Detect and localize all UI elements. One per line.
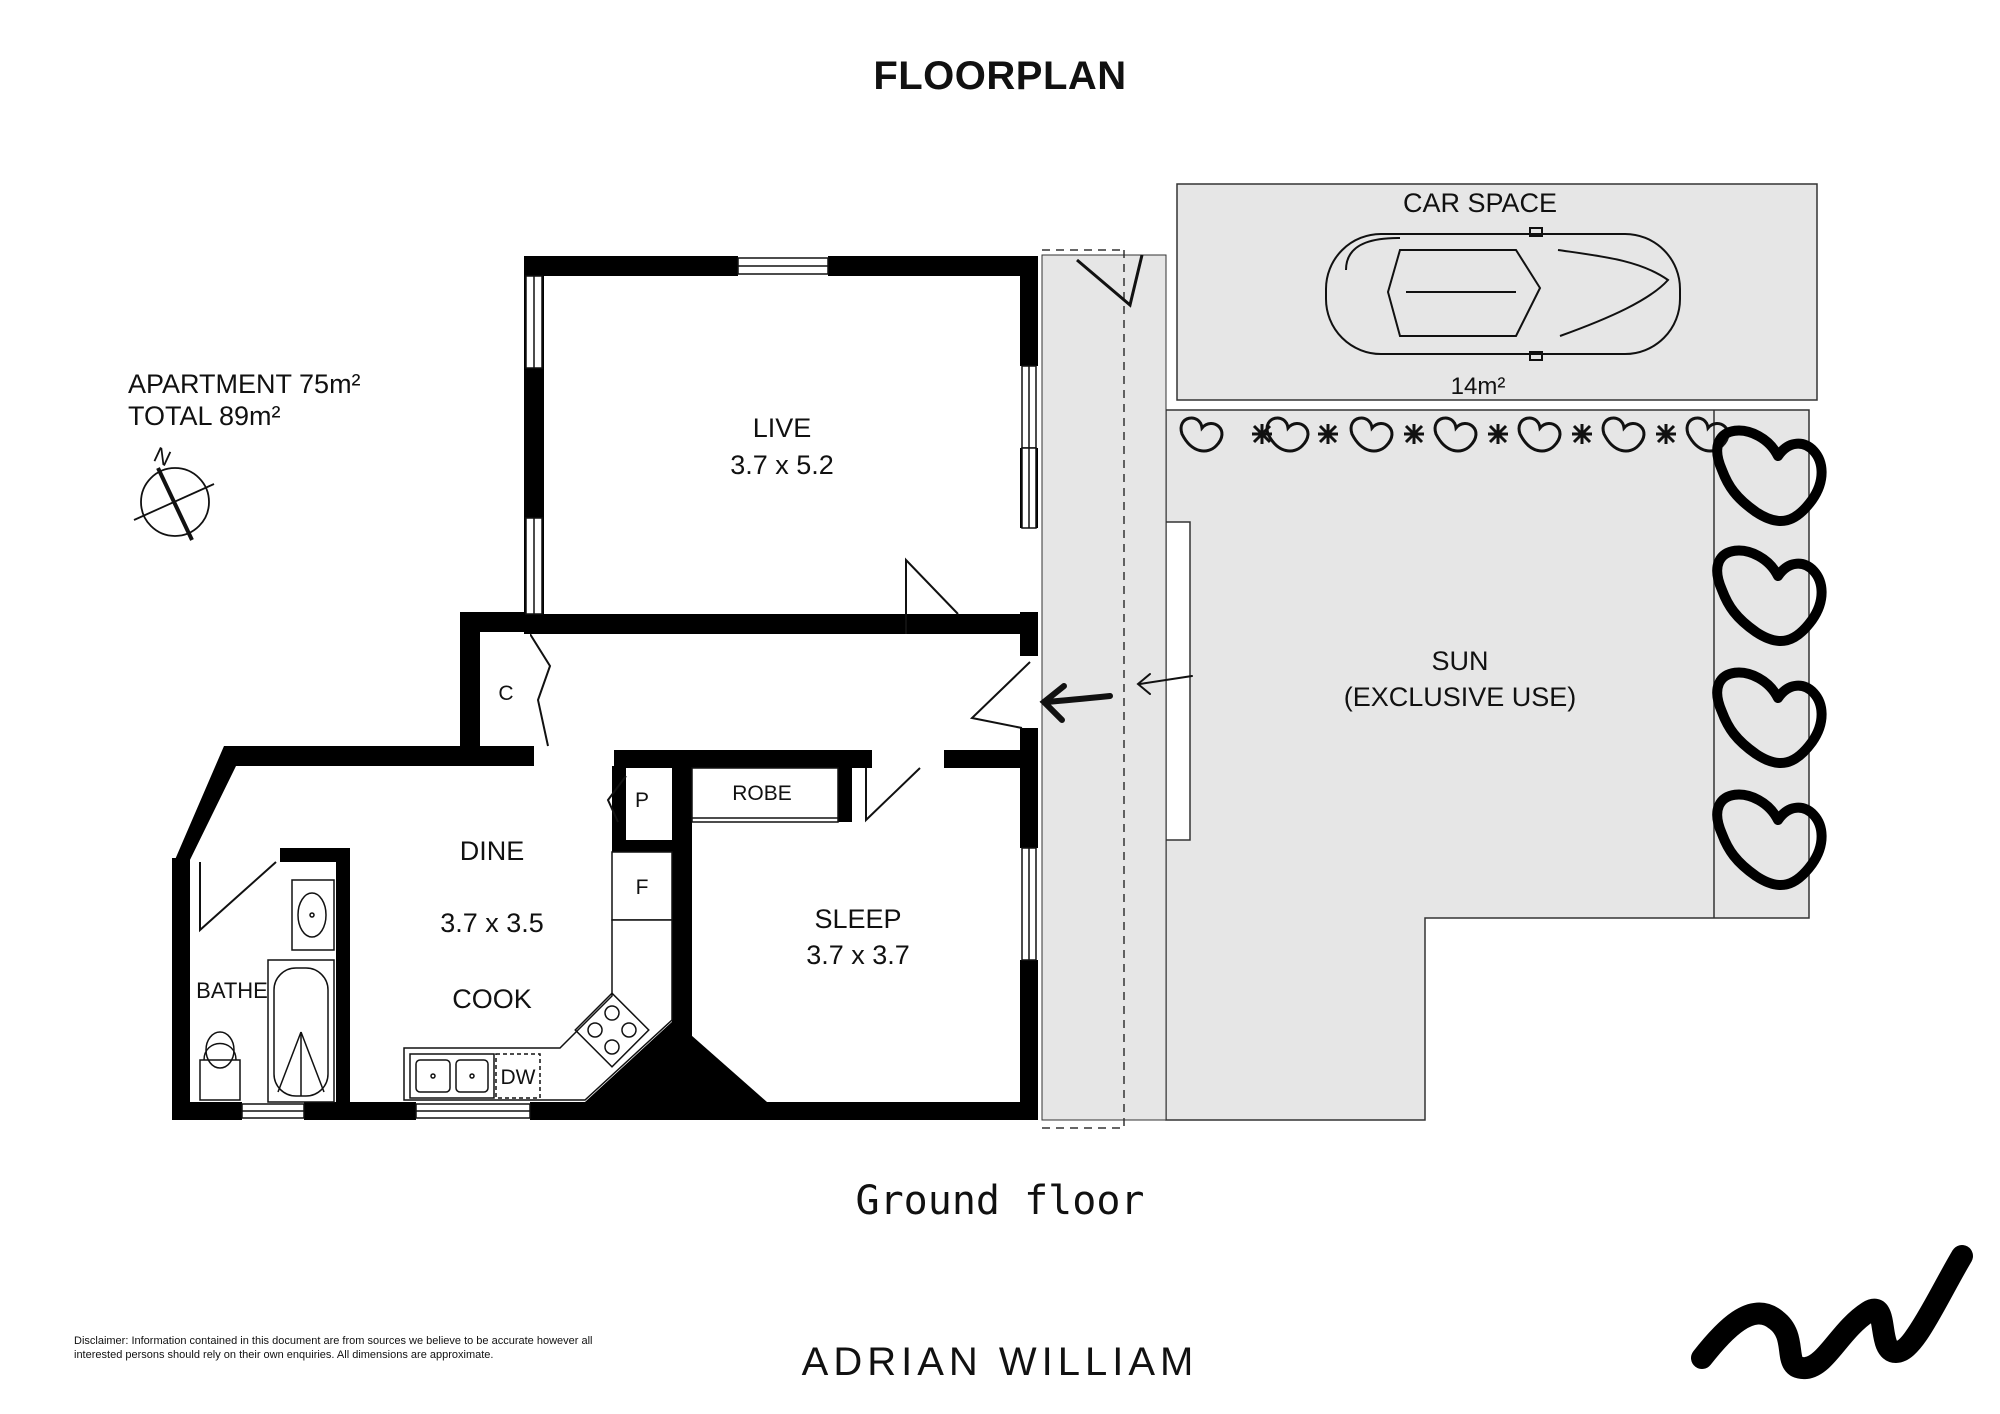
toilet-icon — [199, 1031, 241, 1101]
robe-storage — [691, 767, 839, 823]
doors — [199, 557, 1031, 933]
sink-icon — [409, 1053, 495, 1099]
compass-north-label: N — [150, 442, 175, 471]
sleep-dims: 3.7 x 3.7 — [806, 940, 910, 970]
disclaimer-text: Disclaimer: Information contained in thi… — [74, 1335, 593, 1361]
car-icon — [1325, 227, 1681, 361]
compass-icon: N — [133, 442, 215, 541]
sun-area — [1165, 409, 1810, 1121]
basin-icon — [291, 879, 335, 951]
sun-label: SUN — [1431, 646, 1488, 676]
bathtub-icon — [267, 959, 335, 1103]
robe-label: ROBE — [732, 782, 792, 805]
apartment-area: APARTMENT 75m² — [128, 369, 361, 399]
brand-name: ADRIAN WILLIAM — [801, 1340, 1199, 1384]
plant-icon — [1179, 416, 1730, 453]
fridge-label: F — [636, 876, 649, 899]
live-dims: 3.7 x 5.2 — [730, 450, 834, 480]
plant-icon — [1712, 425, 1827, 890]
dishwasher — [495, 1053, 541, 1099]
live-label: LIVE — [753, 413, 812, 443]
room-labels: LIVE 3.7 x 5.2 DINE 3.7 x 3.5 COOK SLEEP… — [196, 188, 1576, 1089]
cook-label: COOK — [452, 984, 532, 1014]
total-area: TOTAL 89m² — [128, 401, 281, 431]
fridge-cabinet — [611, 851, 673, 921]
brand-logo-icon — [1691, 1245, 1973, 1379]
floor-label: Ground floor — [855, 1178, 1145, 1224]
sun-note: (EXCLUSIVE USE) — [1344, 682, 1577, 712]
dine-dims: 3.7 x 3.5 — [440, 908, 544, 938]
car-space — [1176, 183, 1818, 401]
bathe-label: BATHE — [196, 978, 268, 1003]
entry-arrow-icon — [1039, 673, 1193, 723]
windows — [241, 257, 1037, 1119]
walls — [172, 256, 1038, 1120]
dine-label: DINE — [460, 836, 525, 866]
cupboard-label: C — [498, 682, 513, 705]
sleep-label: SLEEP — [814, 904, 901, 934]
pantry-label: P — [635, 789, 649, 812]
apartment-floor — [180, 262, 1036, 1118]
dishwasher-label: DW — [501, 1066, 536, 1089]
car-space-area: 14m² — [1451, 373, 1506, 400]
cooktop-icon — [574, 992, 650, 1068]
car-space-label: CAR SPACE — [1403, 188, 1557, 218]
page-title: FLOORPLAN — [873, 54, 1127, 98]
area-summary: APARTMENT 75m² TOTAL 89m² — [128, 368, 361, 432]
kitchen-bench — [403, 919, 673, 1101]
